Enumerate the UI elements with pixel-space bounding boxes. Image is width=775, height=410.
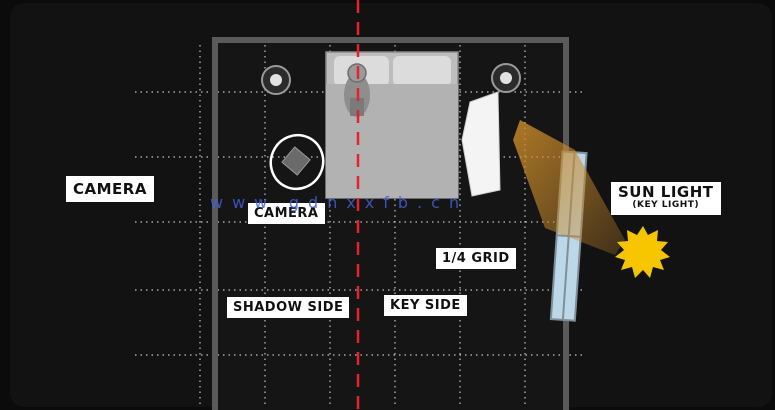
sun-light-title: SUN LIGHT [618,183,714,201]
camera-icon [269,133,325,191]
grid-label: 1/4 GRID [436,248,516,269]
sun-icon [615,226,670,278]
bed-sheet [461,91,501,197]
camera-label: CAMERA [248,203,325,224]
watermark: www.gdnxxfb.cn [210,193,469,212]
key-side-label: KEY SIDE [384,295,467,316]
bed [325,51,459,199]
shadow-side-label: SHADOW SIDE [227,297,350,318]
camera-position-label: CAMERA [66,176,154,202]
sun-light-label: SUN LIGHT (KEY LIGHT) [611,182,721,215]
sun-light-subtitle: (KEY LIGHT) [632,200,700,210]
lamp-icon [491,63,521,93]
lamp-icon [261,65,291,95]
light-beam [513,120,625,255]
